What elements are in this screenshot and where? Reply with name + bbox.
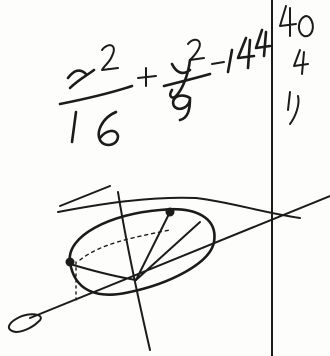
x-glyph <box>66 68 96 90</box>
radius-line-left <box>69 263 137 281</box>
margin-digit-4 <box>279 5 297 37</box>
fraction-bar-b <box>162 72 212 88</box>
margin-digit-1 <box>287 91 291 111</box>
fraction-bar <box>58 84 134 106</box>
fraction-x-squared-over-16 <box>58 44 134 147</box>
y-glyph <box>169 58 192 99</box>
cross-line-top <box>59 185 111 207</box>
margin-digit-0 <box>298 15 314 38</box>
digit-1-glyph <box>70 110 78 144</box>
equals-line <box>211 61 225 65</box>
superscript-2-glyph <box>101 44 119 71</box>
equals-144 <box>211 28 272 74</box>
small-ellipse-cap <box>7 313 42 333</box>
superscript-2-glyph-b <box>187 38 205 61</box>
margin-digit-4-b <box>293 49 309 75</box>
plus-sign <box>137 67 157 87</box>
ellipse-figure <box>7 185 330 351</box>
main-ellipse-outline <box>68 207 216 296</box>
radius-line-2 <box>135 221 201 281</box>
digit-1-glyph-b <box>226 48 234 74</box>
fraction-y-squared-over-9 <box>162 38 212 122</box>
margin-notes <box>279 5 314 125</box>
focus-point-right <box>165 207 175 217</box>
vertical-axis-line <box>117 191 151 351</box>
digit-4-glyph-b <box>254 28 272 58</box>
digit-9-glyph <box>171 94 192 122</box>
upper-axis-curve <box>57 196 301 219</box>
digit-6-glyph <box>97 110 120 147</box>
digit-4-glyph <box>236 36 256 70</box>
focus-point-left <box>65 257 75 267</box>
inner-dashed-arc <box>79 229 171 261</box>
margin-stroke <box>289 95 300 125</box>
radius-line-1 <box>135 211 171 281</box>
diagonal-axis-line <box>29 195 330 319</box>
